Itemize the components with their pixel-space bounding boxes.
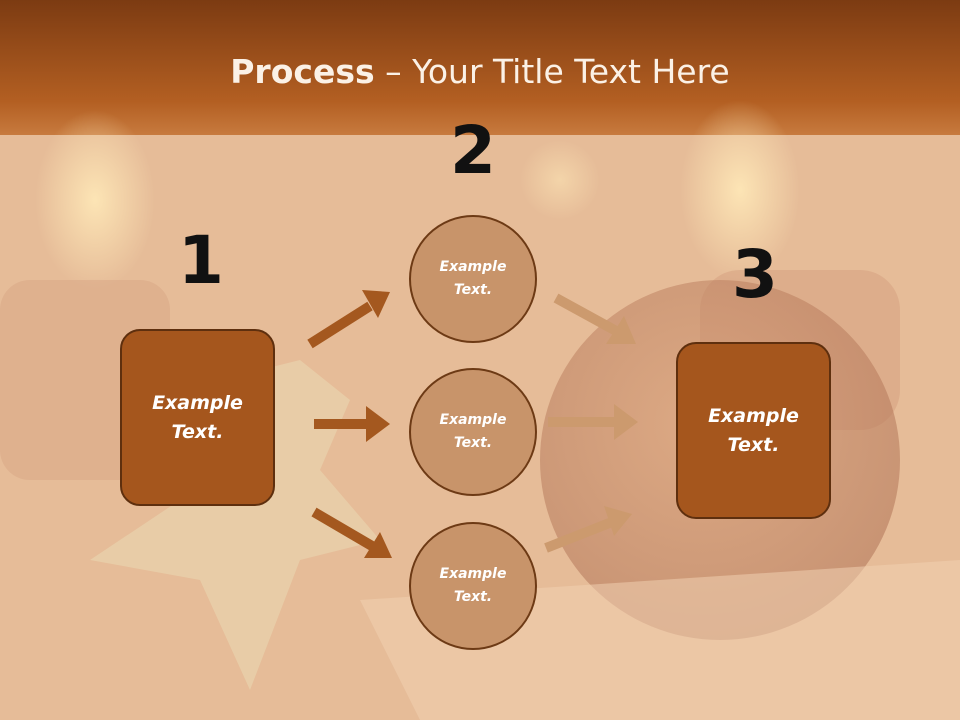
circle-bottom[interactable]: Example Text. [409, 522, 537, 650]
circle-top-line1: Example [439, 258, 507, 275]
step-number-1: 1 [178, 222, 224, 299]
title-bold: Process [230, 52, 375, 91]
step-number-2: 2 [450, 112, 496, 189]
circle-top-line2: Text. [453, 282, 493, 298]
left-box-line1: Example [152, 392, 243, 414]
title-rest: – Your Title Text Here [374, 52, 730, 91]
left-box-line2: Text. [171, 420, 224, 443]
circle-bot-line2: Text. [453, 589, 493, 605]
right-box-line2: Text. [727, 433, 780, 456]
circle-mid-line1: Example [439, 411, 507, 428]
left-step-box[interactable]: Example Text. [120, 329, 275, 506]
circle-middle[interactable]: Example Text. [409, 368, 537, 496]
right-step-box[interactable]: Example Text. [676, 342, 831, 519]
circle-bot-line1: Example [439, 565, 507, 582]
right-box-line1: Example [708, 405, 799, 427]
step-number-3: 3 [732, 236, 778, 313]
slide-title: Process – Your Title Text Here [0, 52, 960, 91]
circle-mid-line2: Text. [453, 435, 493, 451]
circle-top[interactable]: Example Text. [409, 215, 537, 343]
